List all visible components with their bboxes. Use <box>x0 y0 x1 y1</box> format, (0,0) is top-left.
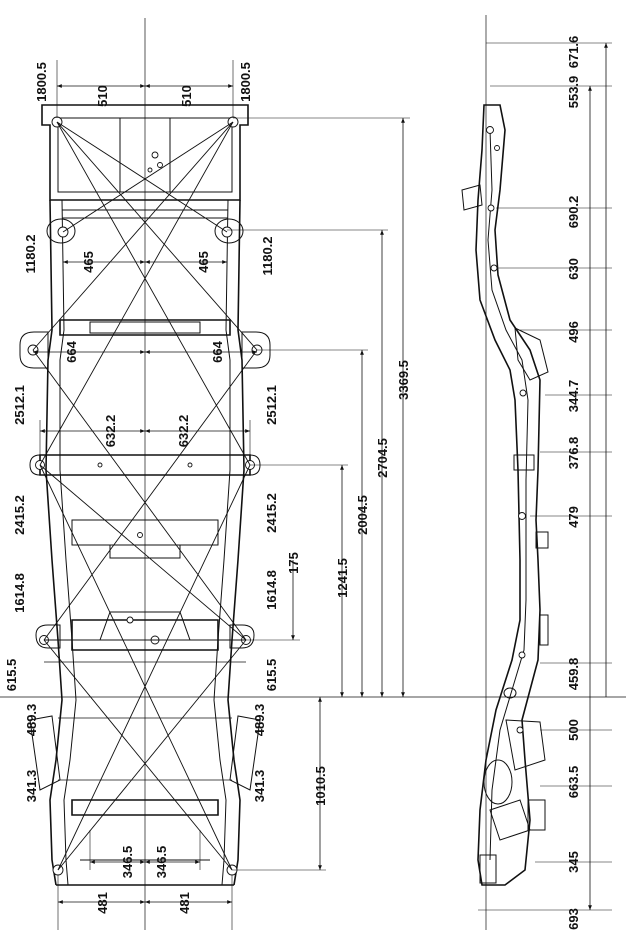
diagonals <box>32 121 258 871</box>
label-h-376: 376.8 <box>566 437 581 470</box>
label-diag-341-right: 341.3 <box>252 770 267 803</box>
label-width-346-left: 346.5 <box>120 846 135 879</box>
label-top-width-right: 510 <box>179 85 194 107</box>
side-measurement-points <box>486 126 527 734</box>
label-h-671: 671.6 <box>566 36 581 69</box>
label-h-630: 630 <box>566 258 581 280</box>
label-width-481-right: 481 <box>177 892 192 914</box>
label-h-663: 663.5 <box>566 766 581 799</box>
label-diag-top-right: 1800.5 <box>238 62 253 102</box>
label-diag-1614-right: 1614.8 <box>264 570 279 610</box>
label-diag-489-left: 489.3 <box>24 704 39 737</box>
label-length-2004: 2004.5 <box>355 495 370 535</box>
label-h-693: 693 <box>566 908 581 930</box>
label-width-664-right: 664 <box>210 340 225 362</box>
label-diag-1614-left: 1614.8 <box>12 573 27 613</box>
label-h-344: 344.7 <box>566 380 581 413</box>
label-diag-top-left: 1800.5 <box>34 62 49 102</box>
label-diag-615-left: 615.5 <box>4 659 19 692</box>
label-width-465-left: 465 <box>81 251 96 273</box>
label-top-width-left: 510 <box>95 85 110 107</box>
label-diag-2415-left: 2415.2 <box>12 495 27 535</box>
label-diag-489-right: 489.3 <box>252 704 267 737</box>
side-rail-outline <box>461 104 549 886</box>
label-width-465-right: 465 <box>196 251 211 273</box>
side-dimensions <box>478 43 612 911</box>
side-labels: 671.6 553.9 690.2 630 496 344.7 376.8 47… <box>566 36 581 930</box>
label-h-479: 479 <box>566 506 581 528</box>
label-h-690: 690.2 <box>566 196 581 229</box>
label-h-553: 553.9 <box>566 76 581 109</box>
label-width-346-right: 346.5 <box>154 846 169 879</box>
side-view: 671.6 553.9 690.2 630 496 344.7 376.8 47… <box>461 15 612 930</box>
label-diag-615-right: 615.5 <box>264 659 279 692</box>
label-length-1010: 1010.5 <box>313 766 328 806</box>
width-dimensions <box>33 60 257 930</box>
label-diag-1180-right: 1180.2 <box>260 236 275 275</box>
plan-view: 510 510 1800.5 1800.5 1180.2 1180.2 465 … <box>0 18 626 930</box>
plan-labels: 510 510 1800.5 1800.5 1180.2 1180.2 465 … <box>4 62 411 914</box>
label-diag-1180-left: 1180.2 <box>23 234 38 273</box>
label-width-664-left: 664 <box>64 340 79 362</box>
label-diag-2415-right: 2415.2 <box>264 493 279 533</box>
label-length-3369: 3369.5 <box>396 360 411 400</box>
label-h-496: 496 <box>566 321 581 343</box>
label-length-2704: 2704.5 <box>375 438 390 478</box>
label-width-632-left: 632.2 <box>103 415 118 448</box>
label-h-500: 500 <box>566 719 581 741</box>
label-diag-2512-right: 2512.1 <box>264 385 279 425</box>
label-width-632-right: 632.2 <box>176 415 191 448</box>
label-diag-2512-left: 2512.1 <box>12 385 27 425</box>
label-h-345: 345 <box>566 851 581 873</box>
label-diag-341-left: 341.3 <box>24 770 39 803</box>
label-length-175: 175 <box>286 552 301 574</box>
label-length-1241: 1241.5 <box>335 558 350 598</box>
label-width-481-left: 481 <box>95 892 110 914</box>
length-dimensions <box>227 117 410 871</box>
label-h-459: 459.8 <box>566 658 581 691</box>
